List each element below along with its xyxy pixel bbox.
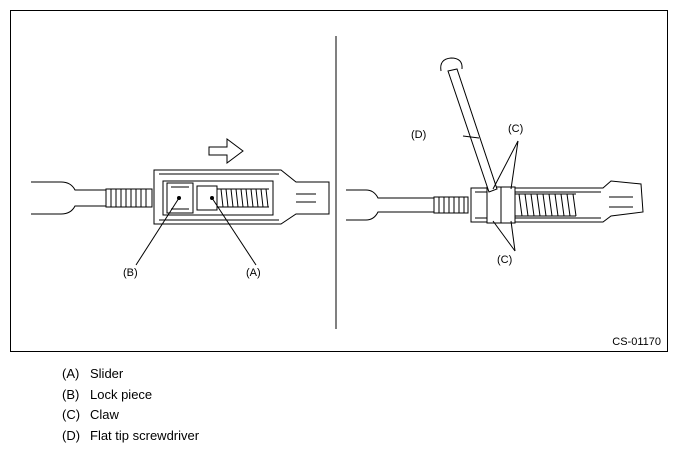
- leader-b: [135, 197, 180, 266]
- thread-right: [433, 196, 469, 214]
- legend-item-c: (C) Claw: [62, 407, 199, 428]
- lock-piece-left: [166, 182, 194, 214]
- legend-item-a: (A) Slider: [62, 366, 199, 387]
- callout-a: (A): [246, 267, 261, 279]
- spring-left: [217, 188, 269, 208]
- legend-key: (C): [62, 407, 81, 422]
- right-view: (D) (C) (C): [346, 57, 644, 266]
- callout-c-top: (C): [508, 123, 523, 135]
- legend-key: (D): [62, 427, 81, 443]
- left-view: (B) (A): [31, 138, 330, 279]
- thread-left: [105, 188, 153, 208]
- leader-c-bottom-1: [492, 220, 516, 252]
- claws-right: [486, 186, 516, 224]
- callout-d: (D): [411, 129, 426, 141]
- legend-text: Flat tip screwdriver: [90, 427, 200, 443]
- cable-diagram: (B) (A): [31, 36, 644, 329]
- legend-key: (A): [62, 366, 80, 381]
- legend: (A) Slider (B) Lock piece (C) Claw (D) Flat …: [62, 366, 199, 448]
- slider-left: [196, 185, 218, 211]
- legend-item-b: (B) Lock piece: [62, 387, 199, 408]
- legend-key: (B): [62, 386, 80, 402]
- direction-arrow: [208, 138, 244, 164]
- legend-text: Claw: [90, 407, 119, 422]
- figure-code: CS-01170: [612, 336, 661, 348]
- leader-d: [462, 135, 480, 139]
- figure-frame: (B) (A): [10, 10, 668, 352]
- legend-item-d: (D) Flat tip screwdriver: [62, 428, 199, 449]
- flat-tip-screwdriver: [440, 57, 498, 193]
- leader-a: [211, 197, 257, 266]
- cable-sheath-right: [346, 189, 435, 221]
- callout-b: (B): [123, 267, 138, 279]
- cable-sheath-left: [31, 181, 107, 215]
- leader-c-bottom-2: [510, 220, 516, 252]
- callout-c-bottom: (C): [497, 254, 512, 266]
- spring-right: [515, 193, 577, 217]
- legend-text: Lock piece: [90, 386, 153, 402]
- leader-c-top-2: [510, 140, 519, 190]
- legend-text: Slider: [90, 366, 124, 381]
- leader-c-top-1: [492, 140, 519, 190]
